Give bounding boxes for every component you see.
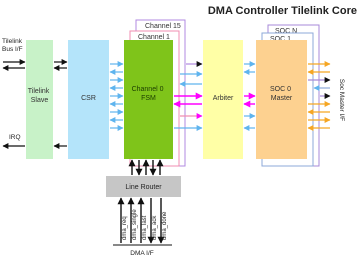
soc-0-master-label: SOC 0 Master — [270, 86, 293, 102]
soc-n-label: SOC N — [275, 28, 297, 35]
line-router-label: Line Router — [125, 184, 162, 191]
csr-channel-bus — [109, 61, 124, 131]
dma-signal-label: dma_req — [122, 216, 128, 240]
fsm-router-bus — [128, 159, 164, 176]
channel-arbiter-bus — [173, 61, 203, 131]
csr-label: CSR — [81, 95, 96, 102]
tilelink-bus-if-label: Tilelink Bus I/F — [2, 38, 24, 53]
csr-block — [68, 40, 109, 159]
dma-signal-label: dma_ack — [152, 215, 158, 240]
irq-label: IRQ — [9, 134, 21, 141]
channel-0-fsm-block — [124, 40, 173, 159]
dma-signal-label: dma_single — [132, 209, 138, 240]
router-dma-bus — [117, 197, 165, 244]
channel-0-fsm-label: Channel 0 FSM — [132, 86, 166, 102]
soc-master-if-label: Soc Master I/F — [338, 79, 345, 121]
soc-1-label: SOC 1 — [270, 36, 291, 43]
dma-if-label: DMA I/F — [130, 250, 154, 257]
dma-signal-label: dma_last — [142, 215, 148, 240]
dma-signal-labels: dma_req dma_single dma_last dma_ack dma_… — [122, 209, 168, 240]
diagram-title: DMA Controller Tilelink Core — [208, 5, 357, 17]
soc-0-master-block — [256, 40, 307, 159]
dma-signal-label: dma_done — [162, 211, 168, 240]
arbiter-block — [203, 40, 243, 159]
channel-15-label: Channel 15 — [145, 23, 181, 30]
channel-1-label: Channel 1 — [138, 34, 170, 41]
arbiter-label: Arbiter — [213, 95, 234, 102]
tilelink-slave-label: Tilelink Slave — [28, 88, 51, 104]
line-router-block — [106, 176, 181, 197]
arbiter-soc-bus — [243, 61, 256, 131]
soc-master-if-bus — [307, 61, 331, 131]
tilelink-slave-block — [26, 40, 53, 159]
